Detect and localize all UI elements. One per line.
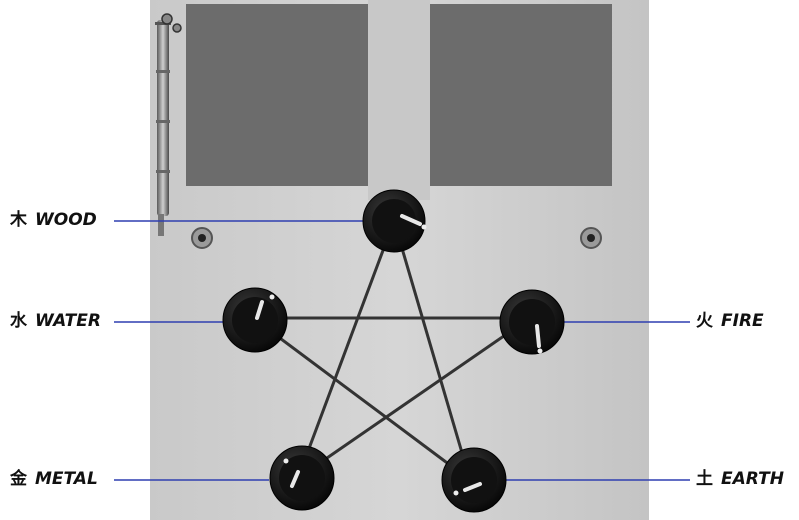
- label-metal: 金 METAL: [10, 471, 98, 488]
- knob-water[interactable]: [223, 288, 287, 352]
- left-jack: [192, 228, 212, 248]
- knob-fire[interactable]: [500, 290, 564, 354]
- label-earth-en: EARTH: [721, 469, 784, 489]
- label-wood-cn: 木: [10, 210, 27, 230]
- label-metal-cn: 金: [10, 469, 27, 489]
- label-water-en: WATER: [35, 311, 101, 331]
- label-water-cn: 水: [10, 311, 27, 331]
- knob-metal[interactable]: [270, 446, 334, 510]
- label-fire-cn: 火: [696, 311, 713, 331]
- label-wood-en: WOOD: [35, 210, 97, 230]
- label-wood: 木 WOOD: [10, 212, 97, 229]
- label-earth: 土 EARTH: [696, 471, 784, 488]
- knob-earth[interactable]: [442, 448, 506, 512]
- label-fire-en: FIRE: [721, 311, 764, 331]
- center-strip: [368, 0, 430, 200]
- label-fire: 火 FIRE: [696, 313, 764, 330]
- label-water: 水 WATER: [10, 313, 101, 330]
- label-metal-en: METAL: [35, 469, 98, 489]
- right-jack: [581, 228, 601, 248]
- label-earth-cn: 土: [696, 469, 713, 489]
- left-window: [186, 4, 368, 186]
- right-window: [430, 4, 612, 186]
